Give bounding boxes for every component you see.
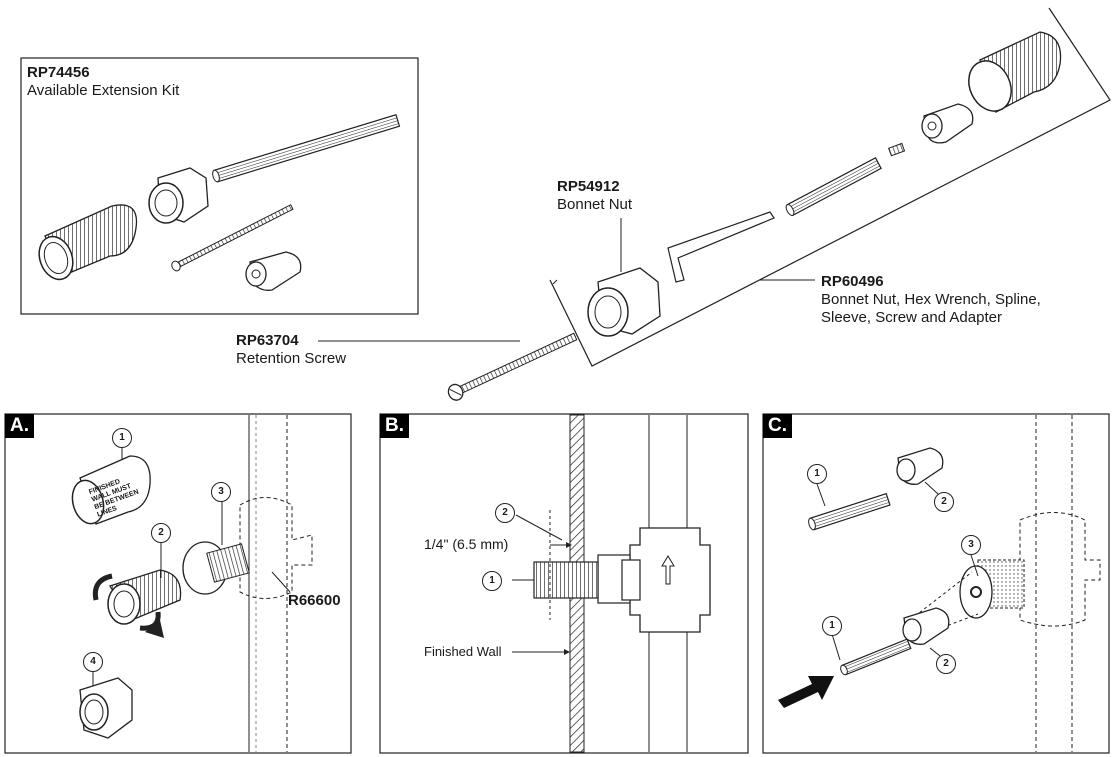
panel-a-callout-2: 2 xyxy=(151,523,171,543)
bonnet-nut-part-number: RP54912 xyxy=(557,178,620,195)
panel-b-flow-arrow xyxy=(661,555,675,585)
group-hex-wrench xyxy=(667,211,775,283)
kit-spline-rod xyxy=(212,113,401,183)
panel-c-sleeve-top xyxy=(896,447,944,485)
panel-a-frame xyxy=(4,413,352,754)
panel-c-push-arrow xyxy=(778,676,834,708)
extension-kit-label: RP74456 Available Extension Kit xyxy=(27,64,179,100)
panel-b-adapter xyxy=(533,561,599,599)
panel-c-callout-sleeve: 2 xyxy=(934,492,954,512)
kit-group-label: RP60496 Bonnet Nut, Hex Wrench, Spline, … xyxy=(821,273,1041,327)
panel-a-cap xyxy=(71,455,151,525)
group-spline-rod xyxy=(785,156,882,217)
kit-group-description-line2: Sleeve, Screw and Adapter xyxy=(821,309,1002,326)
panel-a-callout-3: 3 xyxy=(211,482,231,502)
loose-retention-screw xyxy=(447,332,578,401)
panel-b-dimension: 1/4" (6.5 mm) xyxy=(424,536,509,552)
panel-c-spline-install xyxy=(840,638,912,676)
group-bonnet-nut xyxy=(587,267,661,337)
kit-group-description-line1: Bonnet Nut, Hex Wrench, Spline, xyxy=(821,291,1041,308)
group-adapter xyxy=(968,31,1062,113)
retention-screw-description: Retention Screw xyxy=(236,350,347,367)
panel-b-callout-2: 2 xyxy=(495,503,515,523)
panel-b-frame xyxy=(379,413,749,754)
panel-c-spline-rod xyxy=(808,492,891,531)
extension-kit-part-number: RP74456 xyxy=(27,64,90,81)
panel-a-callout-4: 4 xyxy=(83,652,103,672)
kit-adapter xyxy=(38,204,138,281)
panel-a-nut xyxy=(107,569,182,625)
kit-group-part-number: RP60496 xyxy=(821,273,884,290)
panel-c-callout-spline: 1 xyxy=(807,464,827,484)
bonnet-nut-description: Bonnet Nut xyxy=(557,196,633,213)
panel-c-callout-sleeve-install: 2 xyxy=(936,654,956,674)
group-sleeve xyxy=(921,103,974,144)
bonnet-nut-label: RP54912 Bonnet Nut xyxy=(557,178,632,214)
rotate-arrow-top xyxy=(92,573,113,601)
kit-bonnet-nut xyxy=(148,167,209,224)
panel-c-callout-spline-install: 1 xyxy=(822,616,842,636)
panel-c-tag: C. xyxy=(763,414,792,438)
retention-screw-part-number: RP63704 xyxy=(236,332,299,349)
panel-a-valve-code: R66600 xyxy=(288,592,341,609)
panel-a-callout-1: 1 xyxy=(112,428,132,448)
group-set-screw xyxy=(887,142,906,157)
panel-c-sleeve-install xyxy=(902,607,950,645)
panel-a-bonnet xyxy=(79,677,133,739)
kit-group-boundary xyxy=(549,7,1111,367)
panel-c-adapter xyxy=(959,559,1025,619)
panel-a-tag: A. xyxy=(5,414,34,438)
kit-sleeve xyxy=(245,251,302,291)
extension-kit-description: Available Extension Kit xyxy=(27,82,180,99)
retention-screw-label: RP63704 Retention Screw xyxy=(236,332,346,368)
panel-c-frame xyxy=(762,413,1110,754)
panel-b-wall-label: Finished Wall xyxy=(424,644,502,659)
panel-b-callout-1: 1 xyxy=(482,571,502,591)
panel-b-tag: B. xyxy=(380,414,409,438)
panel-c-callout-adapter: 3 xyxy=(961,535,981,555)
extension-kit-box xyxy=(20,57,419,315)
kit-retention-screw xyxy=(171,204,294,272)
